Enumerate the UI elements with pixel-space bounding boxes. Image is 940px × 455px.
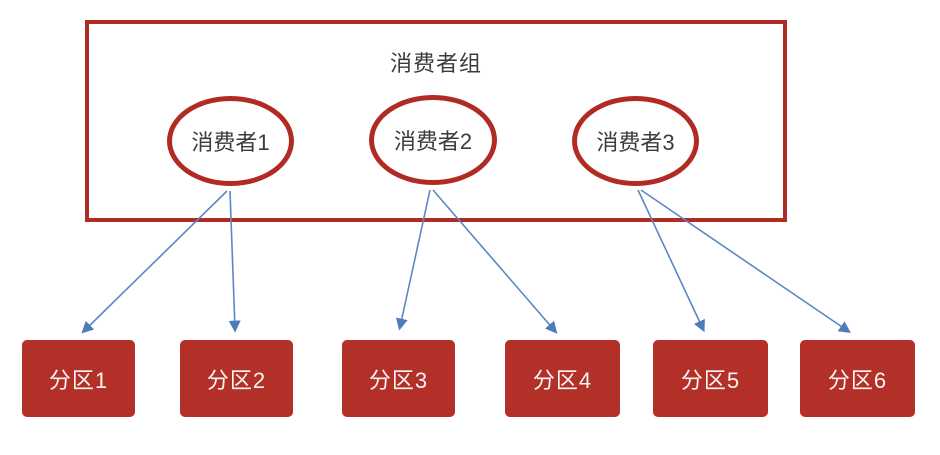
partition-1-box: 分区1 [22, 340, 135, 417]
partition-1-label: 分区1 [48, 367, 109, 393]
partition-3-box: 分区3 [342, 340, 455, 417]
partition-5-box: 分区5 [653, 340, 768, 417]
partition-2-box: 分区2 [180, 340, 293, 417]
consumer-group-title: 消费者组 [389, 51, 482, 76]
partition-4-label: 分区4 [532, 367, 593, 393]
partition-5-label: 分区5 [680, 367, 741, 393]
partition-3-label: 分区3 [368, 367, 429, 393]
consumer-3-ellipse: 消费者3 [572, 96, 699, 186]
partition-6-box: 分区6 [800, 340, 915, 417]
consumer-3-label: 消费者3 [596, 130, 675, 155]
consumer-2-ellipse: 消费者2 [369, 95, 497, 185]
partition-2-label: 分区2 [206, 367, 267, 393]
consumer-1-ellipse: 消费者1 [167, 96, 294, 186]
partition-6-label: 分区6 [827, 367, 888, 393]
consumer-2-label: 消费者2 [393, 129, 473, 154]
consumer-1-label: 消费者1 [191, 130, 270, 155]
partition-4-box: 分区4 [505, 340, 620, 417]
